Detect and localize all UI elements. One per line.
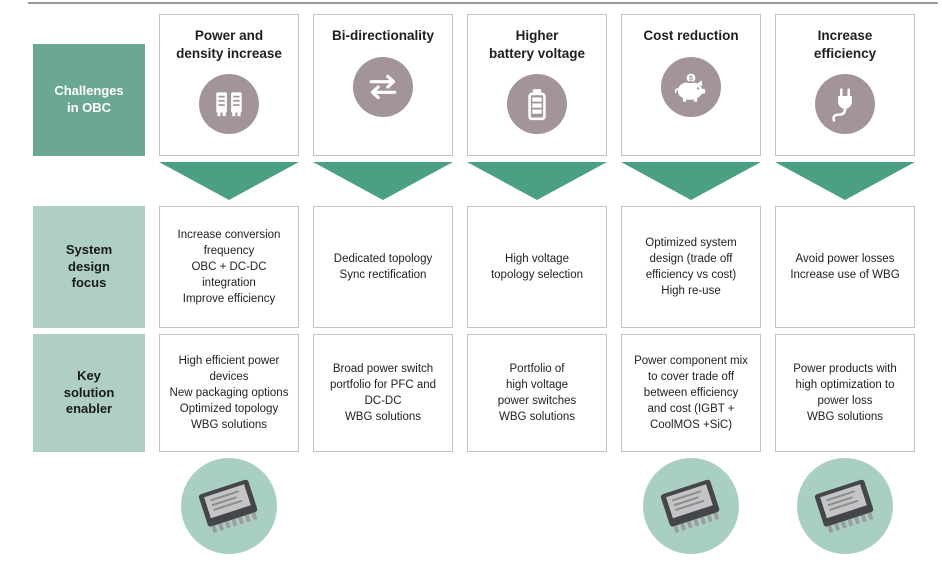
key-enabler-card: Power component mix to cover trade off b… bbox=[621, 334, 761, 452]
icon-circle bbox=[507, 74, 567, 135]
svg-text:$: $ bbox=[689, 74, 693, 82]
system-focus-card: Optimized system design (trade off effic… bbox=[621, 206, 761, 328]
chip-circle bbox=[643, 458, 739, 554]
system-focus-card: High voltage topology selection bbox=[467, 206, 607, 328]
power-module-chip-icon bbox=[814, 478, 877, 535]
chip-cell bbox=[621, 458, 761, 566]
row-label-system-design-focus: System design focus bbox=[33, 206, 145, 328]
battery-icon bbox=[528, 89, 546, 121]
down-arrow-icon bbox=[621, 162, 761, 200]
icon-circle bbox=[815, 74, 875, 135]
challenge-card-power-density: Power and density increase bbox=[159, 14, 299, 156]
challenge-card-battery-voltage: Higher battery voltage bbox=[467, 14, 607, 156]
challenge-title: Bi-directionality bbox=[331, 28, 434, 43]
down-arrow-icon bbox=[775, 162, 915, 200]
chip-circle bbox=[797, 458, 893, 554]
row-label-challenges-in-obc: Challenges in OBC bbox=[33, 44, 145, 156]
plug-cable-icon bbox=[832, 88, 852, 122]
key-enabler-card: Broad power switch portfolio for PFC and… bbox=[313, 334, 453, 452]
server-rack-icon bbox=[216, 92, 242, 117]
icon-circle bbox=[353, 56, 413, 117]
key-enabler-card: High efficient power devices New packagi… bbox=[159, 334, 299, 452]
spacer bbox=[313, 458, 453, 566]
challenge-card-cost-reduction: Cost reduction $ bbox=[621, 14, 761, 156]
challenge-title: Increase efficiency bbox=[813, 28, 877, 61]
piggy-bank-icon: $ bbox=[674, 73, 706, 102]
chip-cell bbox=[775, 458, 915, 566]
figure-top-border bbox=[28, 2, 938, 4]
icon-circle: $ bbox=[661, 56, 721, 117]
challenge-title: Power and density increase bbox=[176, 28, 282, 61]
spacer bbox=[33, 458, 145, 566]
power-module-chip-icon bbox=[198, 478, 261, 535]
challenge-title: Higher battery voltage bbox=[488, 28, 586, 61]
key-enabler-card: Portfolio of high voltage power switches… bbox=[467, 334, 607, 452]
challenge-card-bidirectionality: Bi-directionality bbox=[313, 14, 453, 156]
chip-cell bbox=[159, 458, 299, 566]
challenge-card-increase-efficiency: Increase efficiency bbox=[775, 14, 915, 156]
power-module-chip-icon bbox=[660, 478, 723, 535]
system-focus-card: Avoid power losses Increase use of WBG bbox=[775, 206, 915, 328]
chip-circle bbox=[181, 458, 277, 554]
spacer bbox=[33, 162, 145, 200]
system-focus-card: Increase conversion frequency OBC + DC-D… bbox=[159, 206, 299, 328]
down-arrow-icon bbox=[159, 162, 299, 200]
down-arrow-icon bbox=[313, 162, 453, 200]
key-enabler-card: Power products with high optimization to… bbox=[775, 334, 915, 452]
spacer bbox=[467, 458, 607, 566]
challenge-title: Cost reduction bbox=[643, 28, 739, 43]
system-focus-card: Dedicated topology Sync rectification bbox=[313, 206, 453, 328]
row-label-key-solution-enabler: Key solution enabler bbox=[33, 334, 145, 452]
down-arrow-icon bbox=[467, 162, 607, 200]
bidirectional-arrows-icon bbox=[369, 74, 397, 99]
icon-circle bbox=[199, 74, 259, 135]
